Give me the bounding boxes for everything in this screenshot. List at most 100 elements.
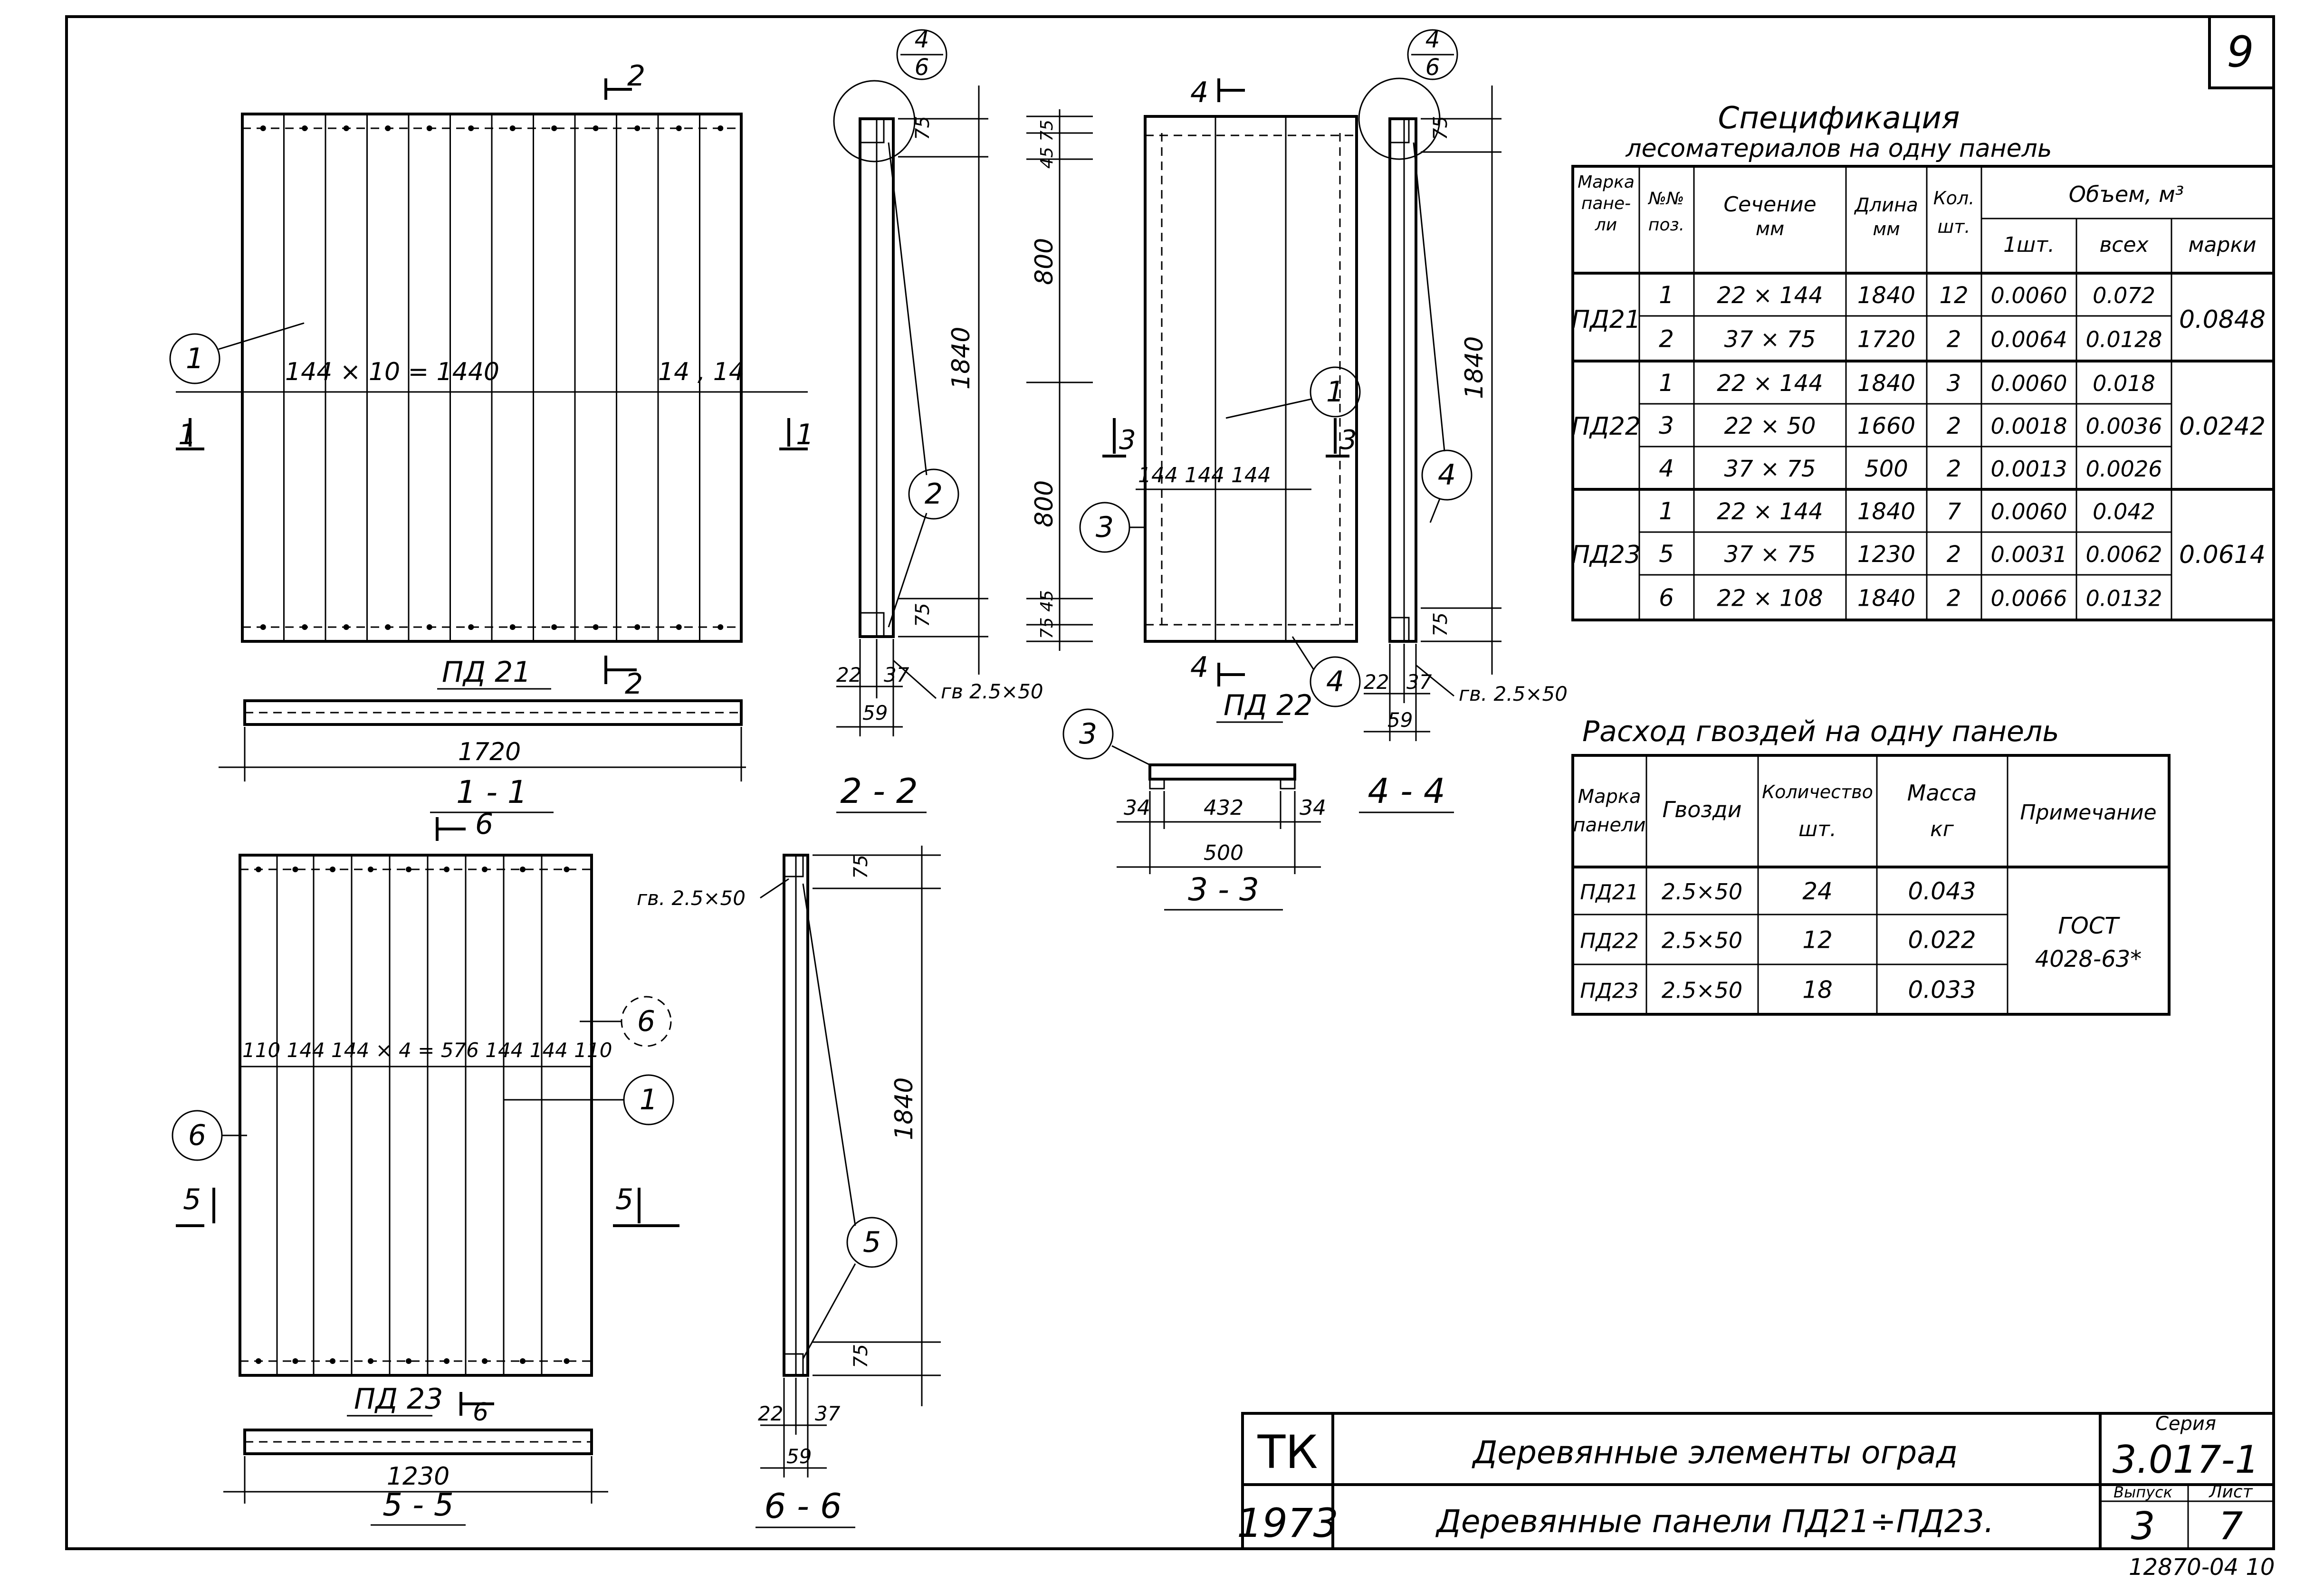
sec-3-3-callout — [1062, 708, 1114, 760]
sec-4-4-d75-top: 75 — [1430, 116, 1452, 140]
pd21-nail-top — [676, 125, 682, 131]
spec-cell-section: 37 × 75 — [1724, 456, 1816, 482]
pd22-d144: 144 144 144 — [1138, 463, 1271, 487]
nails-h-qty-2: шт. — [1798, 817, 1836, 841]
spec-cell-pos: 1 — [1659, 281, 1674, 309]
spec-cell-qty: 12 — [1939, 282, 1968, 309]
nails-cell-mass: 0.022 — [1908, 926, 1976, 954]
sec-4-4-callout-4-label: 4 — [1438, 458, 1456, 492]
pd21-plan: 144 × 10 = 1440 14 , 14 1 1 2 2 1 ПД 21 — [169, 59, 814, 701]
section-4-4: 4 6 75 1840 75 4 22 37 59 гв. 2.5×50 4 -… — [1358, 27, 1568, 813]
spec-h-brand: марки — [2188, 233, 2256, 257]
pd23-callout-6b-label: 6 — [188, 1119, 206, 1152]
sec-5-5-label: 5 - 5 — [383, 1487, 454, 1523]
pd23-cut-top: 6 — [475, 808, 493, 841]
spec-cell-length: 1840 — [1857, 498, 1915, 525]
spec-cell-all: 0.0062 — [2086, 542, 2162, 567]
sec-4-4-ref-bubble — [1407, 29, 1458, 80]
sec-6-6-label: 6 - 6 — [764, 1486, 842, 1526]
pd22-label: ПД 22 — [1224, 689, 1312, 722]
sec-3-3-d432: 432 — [1204, 796, 1243, 820]
nails-title: Расход гвоздей на одну панель — [1582, 715, 2059, 748]
pd23-nail-bottom — [406, 1358, 411, 1364]
nails-cell-nails: 2.5×50 — [1662, 928, 1742, 953]
pd23-dims: 110 144 144 × 4 = 576 144 144 110 — [242, 1039, 612, 1062]
spec-cell-qty: 2 — [1947, 456, 1961, 482]
nails-cell-mark: ПД21 — [1580, 880, 1638, 905]
spec-cell-length: 1720 — [1857, 326, 1915, 353]
sec-5-5-length: 1230 — [387, 1462, 449, 1491]
sec-4-4-ref-den: 6 — [1425, 54, 1440, 81]
spec-h-pos-1: №№ — [1648, 189, 1684, 209]
pd23-nail-top — [564, 867, 570, 872]
pd21-nail-bottom — [676, 624, 682, 630]
pd23-callout-6-label: 6 — [637, 1005, 655, 1038]
nails-note-2: 4028-63* — [2035, 946, 2142, 972]
sec-2-2-d75-bot: 75 — [912, 603, 934, 627]
spec-h-length-2: мм — [1873, 219, 1900, 239]
nails-cell-mass: 0.043 — [1908, 877, 1976, 905]
sec-2-2-ref-num: 4 — [915, 27, 929, 53]
spec-cell-one: 0.0013 — [1991, 456, 2067, 482]
sec-4-4-d22: 22 — [1364, 670, 1389, 694]
pd22-cut-4-top: 4 — [1190, 76, 1208, 109]
spec-title-1: Спецификация — [1718, 101, 1960, 136]
nails-cell-nails: 2.5×50 — [1662, 879, 1742, 905]
pd23-label: ПД 23 — [354, 1382, 443, 1416]
pd23-cut-right: 5 — [615, 1183, 633, 1216]
sec-4-4-label: 4 - 4 — [1368, 771, 1445, 811]
spec-cell-section: 22 × 50 — [1724, 413, 1816, 439]
stamp-year: 1973 — [1237, 1500, 1339, 1546]
pd23-nail-bottom — [292, 1358, 298, 1364]
spec-cell-section: 37 × 75 — [1724, 541, 1816, 568]
spec-cell-all: 0.0036 — [2086, 413, 2162, 439]
spec-h-pos-2: поз. — [1648, 215, 1684, 235]
pd22-d800-a: 800 — [1030, 238, 1059, 285]
spec-cell-section: 22 × 108 — [1717, 585, 1823, 612]
sheet-number-box — [2208, 15, 2275, 89]
pd21-cut-bottom: 2 — [625, 667, 643, 701]
spec-h-volume: Объем, м³ — [2069, 181, 2184, 207]
sec-2-2-d37: 37 — [884, 663, 909, 686]
pd23-cut-bottom: 6 — [473, 1398, 488, 1427]
pd22-d4575-top: 45 75 — [1037, 120, 1057, 169]
sec-2-2-ref-den: 6 — [915, 54, 929, 81]
pd21-nail-top — [509, 125, 516, 131]
pd21-nail-top — [593, 125, 599, 131]
nails-cell-nails: 2.5×50 — [1662, 978, 1742, 1003]
pd23-callout-1-label: 1 — [640, 1083, 658, 1116]
spec-cell-pos: 1 — [1659, 497, 1674, 525]
sec-6-6-nail-label: гв. 2.5×50 — [637, 886, 746, 910]
sec-6-6-callout-5 — [846, 1217, 898, 1268]
spec-cell-length: 500 — [1865, 456, 1908, 482]
spec-cell-pos: 3 — [1659, 412, 1674, 439]
nails-h-nails: Гвозди — [1662, 797, 1741, 822]
sheet-frame — [65, 15, 2275, 1550]
pd21-cut-top: 2 — [627, 59, 645, 93]
nails-cell-mark: ПД23 — [1580, 979, 1638, 1003]
sec-2-2-ref-bubble — [896, 29, 947, 80]
sec-6-6-callout-5-label: 5 — [863, 1226, 881, 1259]
sec-2-2-callout-2-label: 2 — [925, 477, 943, 511]
pd21-nail-bottom — [551, 624, 557, 630]
spec-h-qty-1: Кол. — [1933, 188, 1975, 209]
spec-h-qty-2: шт. — [1938, 216, 1970, 237]
stamp-title-2: Деревянные панели ПД21÷ПД23. — [1435, 1503, 1994, 1540]
stamp-series-value: 3.017-1 — [2113, 1438, 2259, 1482]
spec-h-length-1: Длина — [1854, 194, 1918, 216]
stamp-series-label: Серия — [2155, 1413, 2216, 1435]
spec-cell-length: 1840 — [1857, 585, 1915, 612]
nails-cell-mark: ПД22 — [1580, 929, 1638, 953]
pd21-nail-bottom — [593, 624, 599, 630]
spec-cell-pos: 6 — [1659, 584, 1674, 612]
sec-3-3-d34-b: 34 — [1300, 796, 1326, 820]
spec-mark-pd21: ПД21 — [1571, 305, 1641, 334]
spec-cell-pos: 4 — [1659, 455, 1674, 482]
spec-cell-one: 0.0060 — [1991, 283, 2067, 308]
sec-4-4-d75-bot: 75 — [1430, 612, 1452, 637]
pd21-nail-bottom — [634, 624, 641, 630]
pd22-callout-3-label: 3 — [1096, 511, 1114, 544]
sec-6-6-d75-bot: 75 — [850, 1344, 872, 1368]
stamp-issue-value: 3 — [2131, 1504, 2155, 1548]
